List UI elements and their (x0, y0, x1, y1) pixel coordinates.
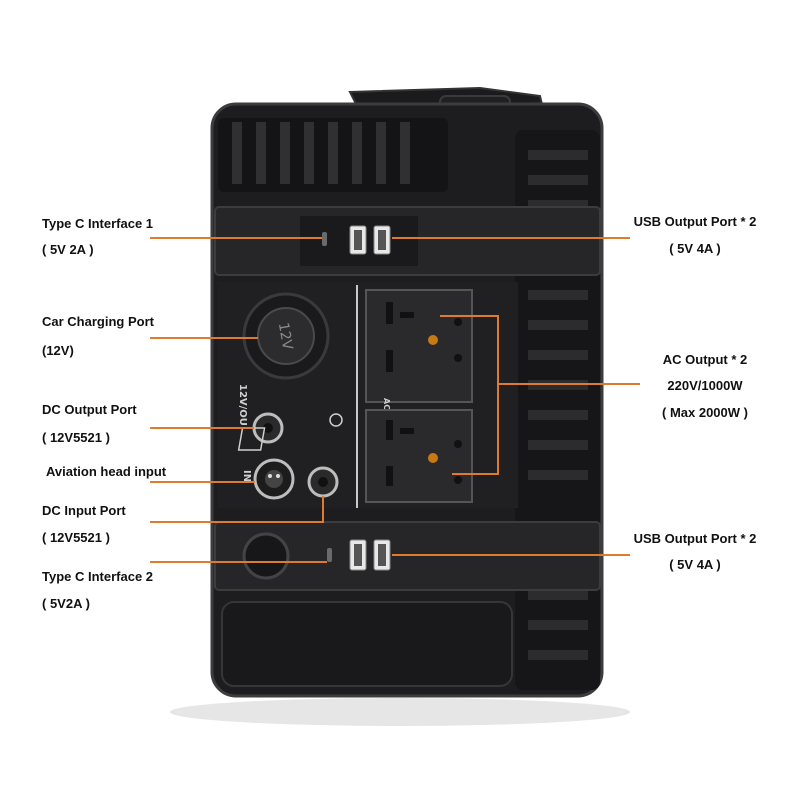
label-aviation-title: Aviation head input (46, 464, 167, 479)
label-dc-output-spec: ( 12V5521 ) (42, 430, 110, 445)
label-dc-output-title: DC Output Port (42, 402, 137, 417)
label-type-c-2-title: Type C Interface 2 (42, 569, 154, 584)
bottom-compartment (221, 601, 513, 687)
ac-outlet-1 (365, 289, 473, 403)
car-charging-socket: 12V 12V/OU (237, 292, 330, 426)
car-port-label: 12V (275, 321, 296, 351)
label-car-charging-spec: (12V) (42, 343, 74, 358)
leader-ac-bracket (440, 315, 499, 475)
label-usb-bottom-title: USB Output Port * 2 (633, 531, 757, 546)
type-c-port-2 (327, 548, 332, 562)
ac-label: AC (382, 398, 391, 410)
type-c-port-1 (322, 232, 327, 246)
car-port-side-label: 12V/OU (237, 384, 248, 426)
dc-input-socket (307, 466, 339, 498)
label-type-c-2-spec: ( 5V2A ) (42, 596, 90, 611)
in-label: IN (241, 470, 252, 482)
top-vents (218, 118, 448, 192)
label-dc-input-spec: ( 12V5521 ) (42, 530, 110, 545)
label-usb-bottom-spec: ( 5V 4A ) (669, 557, 721, 572)
label-ac-output-spec2: ( Max 2000W ) (662, 405, 748, 420)
label-ac-output-spec1: 220V/1000W (667, 378, 743, 393)
power-button (242, 532, 290, 580)
label-type-c-1-title: Type C Interface 1 (42, 216, 154, 231)
label-ac-output-title: AC Output * 2 (662, 352, 748, 367)
leader-lines (150, 237, 640, 563)
label-usb-top-title: USB Output Port * 2 (633, 214, 757, 229)
label-dc-input-title: DC Input Port (42, 503, 126, 518)
leader-dc-input (150, 496, 324, 523)
aviation-socket (253, 458, 295, 500)
label-type-c-1-spec: ( 5V 2A ) (42, 242, 94, 257)
label-car-charging-title: Car Charging Port (42, 314, 154, 329)
label-usb-top-spec: ( 5V 4A ) (669, 241, 721, 256)
floor-shadow (170, 698, 630, 726)
ac-outlet-2 (365, 409, 473, 503)
